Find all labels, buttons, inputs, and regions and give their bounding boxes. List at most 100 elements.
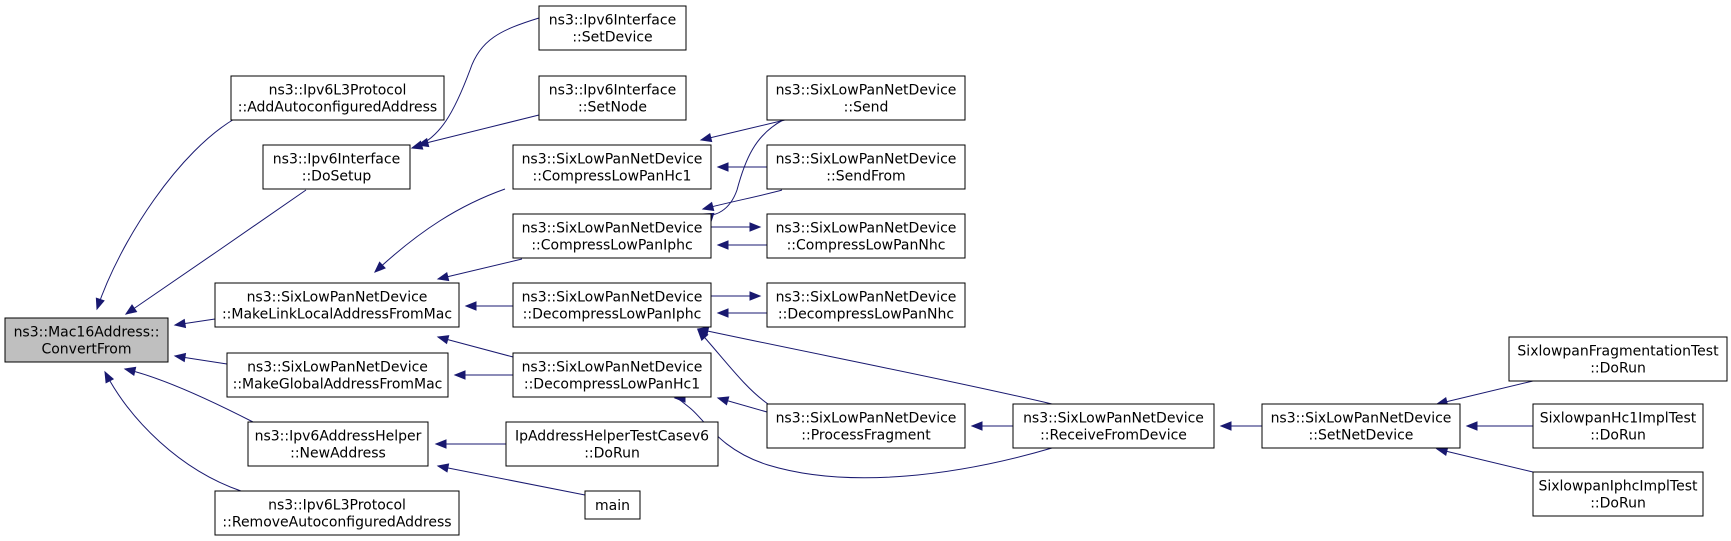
function-node[interactable]: ns3::SixLowPanNetDevice::CompressLowPanN… xyxy=(766,213,966,259)
node-box xyxy=(538,5,687,51)
edge-arrowhead xyxy=(696,326,710,336)
node-label-line: SixlowpanHc1ImplTest xyxy=(1540,411,1697,427)
function-node[interactable]: ns3::SixLowPanNetDevice::CompressLowPanI… xyxy=(512,213,712,259)
node-label-line: ::DoRun xyxy=(1590,428,1646,444)
function-node[interactable]: ns3::Ipv6Interface::DoSetup xyxy=(262,144,411,190)
edge-n1-to-n0 xyxy=(95,117,237,311)
edge-arrowhead xyxy=(173,318,187,329)
node-box xyxy=(262,144,411,190)
function-node[interactable]: ns3::Ipv6L3Protocol::AddAutoconfiguredAd… xyxy=(230,75,445,121)
function-node[interactable]: ns3::Ipv6Interface::SetDevice xyxy=(538,5,687,51)
edge-line xyxy=(702,119,784,216)
edge-n20-to-n19 xyxy=(970,421,1013,431)
edge-arrowhead xyxy=(716,396,730,406)
node-label-line: ns3::Ipv6AddressHelper xyxy=(255,429,422,445)
node-box xyxy=(1261,403,1461,449)
edge-arrowhead xyxy=(701,201,715,211)
node-label-line: ::DoRun xyxy=(1590,361,1646,377)
node-label-line: ns3::SixLowPanNetDevice xyxy=(776,152,957,168)
node-label-line: ns3::SixLowPanNetDevice xyxy=(776,290,957,306)
edge-arrowhead xyxy=(749,222,762,232)
edge-arrowhead xyxy=(1465,421,1478,431)
node-box xyxy=(230,75,445,121)
function-node[interactable]: ns3::Ipv6AddressHelper::NewAddress xyxy=(247,421,429,467)
function-node[interactable]: ns3::SixLowPanNetDevice::DecompressLowPa… xyxy=(512,352,712,398)
node-label-line: main xyxy=(595,498,630,514)
function-node[interactable]: main xyxy=(584,490,641,520)
function-node[interactable]: ns3::SixLowPanNetDevice::DecompressLowPa… xyxy=(512,282,712,328)
node-label-line: ::ReceiveFromDevice xyxy=(1040,428,1187,444)
edge-arrowhead xyxy=(434,439,447,449)
function-node[interactable]: ns3::SixLowPanNetDevice::ProcessFragment xyxy=(766,403,966,449)
node-label-line: ns3::SixLowPanNetDevice xyxy=(247,290,428,306)
root-function-node[interactable]: ns3::Mac16Address::ConvertFrom xyxy=(4,317,169,363)
edge-n20-to-n11 xyxy=(696,326,1053,405)
edge-arrowhead xyxy=(124,304,138,315)
node-box xyxy=(538,75,687,121)
edge-line xyxy=(1436,448,1534,473)
function-node[interactable]: ns3::SixLowPanNetDevice::SendFrom xyxy=(766,144,966,190)
edge-arrowhead xyxy=(464,301,477,311)
edge-arrowhead xyxy=(970,421,983,431)
edge-line xyxy=(702,189,783,210)
edge-arrowhead xyxy=(436,271,450,282)
node-box xyxy=(512,144,712,190)
function-node[interactable]: ns3::Ipv6Interface::SetNode xyxy=(538,75,687,121)
function-node[interactable]: ns3::SixLowPanNetDevice::MakeLinkLocalAd… xyxy=(214,282,460,328)
node-label-line: ns3::SixLowPanNetDevice xyxy=(776,221,957,237)
node-label-line: ns3::SixLowPanNetDevice xyxy=(776,83,957,99)
node-box xyxy=(766,144,966,190)
function-node[interactable]: ns3::SixLowPanNetDevice::Send xyxy=(766,75,966,121)
edge-n12-to-n3 xyxy=(436,335,514,358)
node-label-line: IpAddressHelperTestCasev6 xyxy=(515,429,709,445)
edge-arrowhead xyxy=(416,137,430,148)
edge-n14-to-n5 xyxy=(436,463,586,496)
edge-n19-to-n12 xyxy=(716,396,768,413)
node-label-line: ::MakeGlobalAddressFromMac xyxy=(233,377,443,393)
node-box xyxy=(1532,471,1704,517)
edge-arrowhead xyxy=(173,352,187,363)
function-node[interactable]: SixlowpanFragmentationTest::DoRun xyxy=(1508,336,1728,382)
function-node[interactable]: ns3::SixLowPanNetDevice::CompressLowPanH… xyxy=(512,144,712,190)
edge-arrowhead xyxy=(716,162,729,172)
function-node[interactable]: ns3::Ipv6L3Protocol::RemoveAutoconfigure… xyxy=(214,490,460,536)
edge-arrowhead xyxy=(436,463,450,473)
node-label-line: ns3::SixLowPanNetDevice xyxy=(1271,411,1452,427)
function-node[interactable]: ns3::SixLowPanNetDevice::DecompressLowPa… xyxy=(766,282,966,328)
node-label-line: ns3::SixLowPanNetDevice xyxy=(776,411,957,427)
function-node[interactable]: IpAddressHelperTestCasev6::DoRun xyxy=(505,421,719,467)
node-label-line: ::DecompressLowPanHc1 xyxy=(524,377,700,393)
edge-arrowhead xyxy=(1219,421,1232,431)
edge-line xyxy=(124,368,254,423)
node-label-line: ::ProcessFragment xyxy=(801,428,931,444)
edge-n12-to-n4 xyxy=(453,370,513,380)
node-box xyxy=(512,213,712,259)
node-label-line: ns3::Ipv6Interface xyxy=(549,13,676,29)
node-box xyxy=(766,282,966,328)
edge-arrowhead xyxy=(1435,446,1449,457)
node-box xyxy=(1012,403,1215,449)
edge-n3-to-n0 xyxy=(173,318,216,329)
function-node[interactable]: ns3::SixLowPanNetDevice::ReceiveFromDevi… xyxy=(1012,403,1215,449)
edge-line xyxy=(674,397,1053,479)
function-node[interactable]: SixlowpanIphcImplTest::DoRun xyxy=(1532,471,1704,517)
node-box xyxy=(584,490,641,520)
node-label-line: ::DecompressLowPanIphc xyxy=(523,307,702,323)
node-label-line: ::SetNetDevice xyxy=(1309,428,1414,444)
edge-n23-to-n21 xyxy=(1465,421,1533,431)
edge-n11-to-n18 xyxy=(711,291,762,301)
edge-line xyxy=(700,119,786,141)
node-label-line: ::MakeLinkLocalAddressFromMac xyxy=(222,307,452,323)
node-label-line: ::SetDevice xyxy=(572,30,652,46)
function-node[interactable]: ns3::SixLowPanNetDevice::SetNetDevice xyxy=(1261,403,1461,449)
node-box xyxy=(512,352,712,398)
edge-n24-to-n21 xyxy=(1435,446,1534,473)
function-node[interactable]: SixlowpanHc1ImplTest::DoRun xyxy=(1532,403,1704,449)
function-node[interactable]: ns3::SixLowPanNetDevice::MakeGlobalAddre… xyxy=(226,352,449,398)
edge-line xyxy=(104,371,242,492)
edge-line xyxy=(96,117,237,310)
node-label-line: ::CompressLowPanNhc xyxy=(787,238,946,254)
edge-line xyxy=(1436,380,1534,405)
node-box xyxy=(4,317,169,363)
